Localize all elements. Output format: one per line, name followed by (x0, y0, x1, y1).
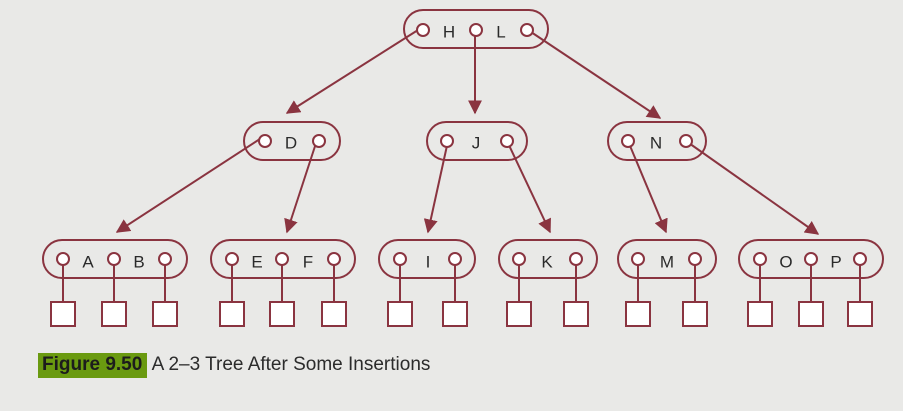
key-F: F (303, 253, 313, 272)
null-child-box (442, 301, 468, 327)
port (679, 134, 693, 148)
edge-root-N (527, 29, 662, 119)
edge-N-M (627, 140, 668, 234)
figure-caption: Figure 9.50 A 2–3 Tree After Some Insert… (38, 353, 430, 378)
port (158, 252, 172, 266)
key-B: B (133, 253, 144, 272)
figure-label: Figure 9.50 (38, 353, 148, 378)
key-K: K (541, 253, 553, 272)
node-N: N (607, 121, 707, 161)
port (469, 23, 483, 37)
port (688, 252, 702, 266)
port (853, 252, 867, 266)
null-child-box (563, 301, 589, 327)
root-node: H L (403, 9, 549, 49)
key-M: M (660, 253, 674, 272)
null-child-box (387, 301, 413, 327)
edge-N-OP (685, 140, 820, 235)
port (621, 134, 635, 148)
port (107, 252, 121, 266)
edge-D-AB (115, 136, 264, 233)
port (753, 252, 767, 266)
edge-D-EF (284, 136, 319, 234)
key-L: L (496, 23, 505, 42)
port (393, 252, 407, 266)
port (569, 252, 583, 266)
null-children (50, 265, 873, 327)
key-A: A (82, 253, 94, 272)
key-N: N (650, 134, 662, 153)
key-I: I (426, 253, 431, 272)
edge-J-K (506, 140, 551, 234)
port (440, 134, 454, 148)
null-child-box (747, 301, 773, 327)
null-child-box (50, 301, 76, 327)
key-O: O (779, 253, 792, 272)
null-child-box (269, 301, 295, 327)
port (512, 252, 526, 266)
edge-J-I (423, 140, 449, 234)
port (631, 252, 645, 266)
port (312, 134, 326, 148)
node-D: D (243, 121, 341, 161)
edge-root-D (285, 29, 419, 114)
null-child-box (847, 301, 873, 327)
node-K: K (498, 239, 598, 279)
node-J: J (426, 121, 528, 161)
null-child-box (798, 301, 824, 327)
port (56, 252, 70, 266)
edges (115, 29, 820, 235)
null-child-box (506, 301, 532, 327)
port (258, 134, 272, 148)
port (327, 252, 341, 266)
port (500, 134, 514, 148)
figure-caption-text: A 2–3 Tree After Some Insertions (151, 354, 431, 375)
null-child-box (152, 301, 178, 327)
node-M: M (617, 239, 717, 279)
null-child-box (682, 301, 708, 327)
null-child-box (219, 301, 245, 327)
port (275, 252, 289, 266)
key-J: J (472, 134, 481, 153)
port (225, 252, 239, 266)
null-child-box (321, 301, 347, 327)
port (520, 23, 534, 37)
null-child-box (625, 301, 651, 327)
null-child-box (101, 301, 127, 327)
node-EF: E F (210, 239, 356, 279)
key-P: P (830, 253, 841, 272)
port (804, 252, 818, 266)
key-E: E (251, 253, 262, 272)
key-H: H (443, 23, 455, 42)
port (416, 23, 430, 37)
node-I: I (378, 239, 476, 279)
port (448, 252, 462, 266)
key-D: D (285, 134, 297, 153)
